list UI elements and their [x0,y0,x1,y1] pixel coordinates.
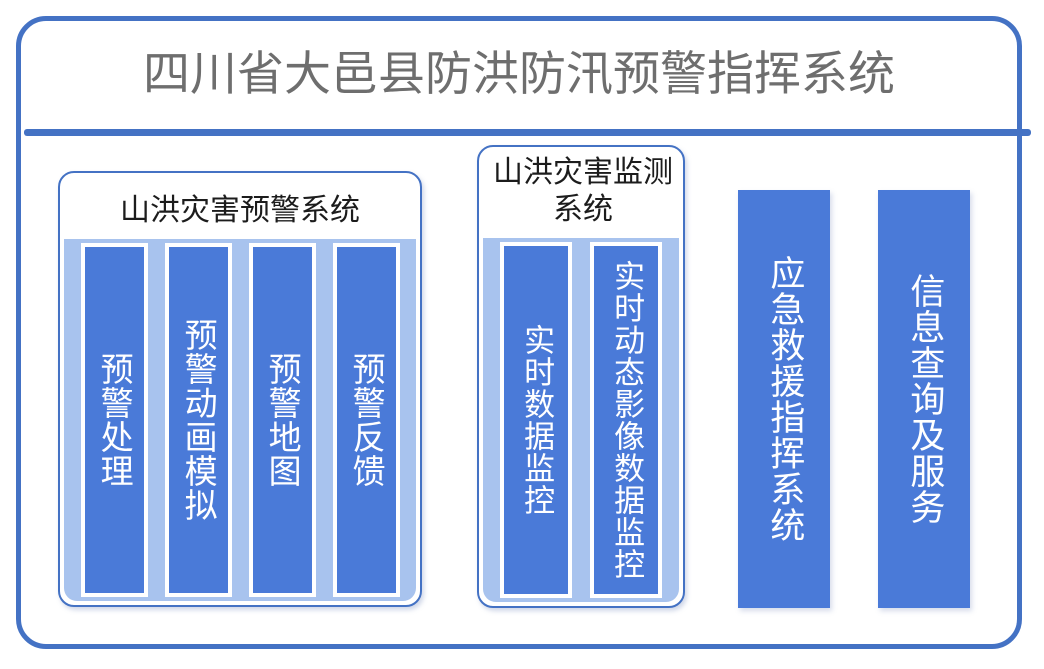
panel-warning-system-title: 山洪灾害预警系统 [120,193,360,228]
card-warning-processing[interactable]: 预警处理 [80,243,148,597]
card-warning-animation-simulation[interactable]: 预警动画模拟 [164,243,232,597]
card-warning-map[interactable]: 预警地图 [248,243,316,597]
card-realtime-data-monitoring[interactable]: 实时数据监控 [500,242,572,598]
card-realtime-dynamic-image-data-monitoring[interactable]: 实时动态影像数据监控 [590,242,662,598]
panel-monitor-system[interactable]: 山洪灾害监测系统 实时数据监控 实时动态影像数据监控 [477,145,685,608]
panel-warning-system-body: 预警处理 预警动画模拟 预警地图 预警反馈 [64,239,416,601]
panel-warning-system[interactable]: 山洪灾害预警系统 预警处理 预警动画模拟 预警地图 预警反馈 [58,171,422,607]
page-title: 四川省大邑县防洪防汛预警指挥系统 [143,47,895,103]
panel-monitor-system-title: 山洪灾害监测系统 [493,155,673,227]
card-warning-feedback[interactable]: 预警反馈 [332,243,400,597]
title-divider [24,129,1031,136]
panel-monitor-system-body: 实时数据监控 实时动态影像数据监控 [483,238,679,602]
title-bar: 四川省大邑县防洪防汛预警指挥系统 [16,16,1022,134]
card-information-query-and-service[interactable]: 信息查询及服务 [878,190,970,608]
card-emergency-rescue-command-system[interactable]: 应急救援指挥系统 [738,190,830,608]
